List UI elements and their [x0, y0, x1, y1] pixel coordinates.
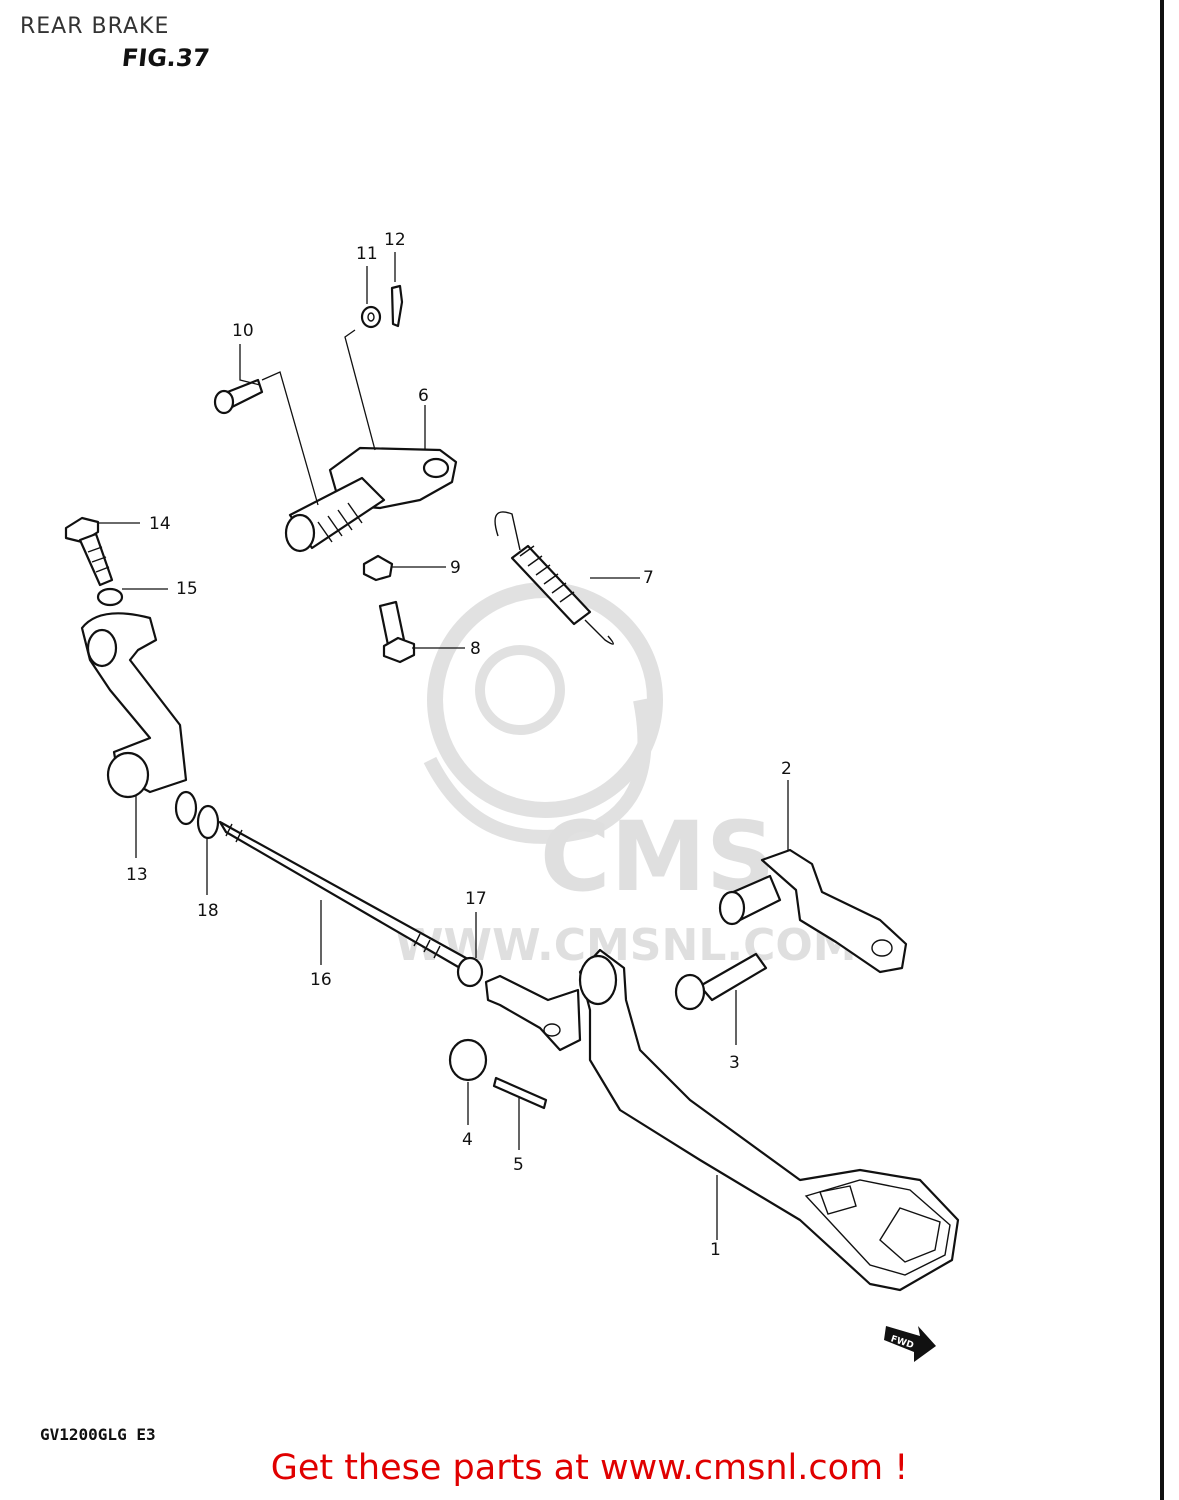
callout-16: 16: [310, 970, 332, 990]
callout-2: 2: [781, 759, 792, 779]
part-4-cap: [448, 1038, 488, 1082]
leader-lines: [98, 252, 789, 1240]
footer-link[interactable]: Get these parts at www.cmsnl.com !: [270, 1448, 909, 1488]
callout-13: 13: [126, 865, 148, 885]
part-3-bolt: [674, 952, 768, 1011]
part-5-cotter-pin: [492, 1076, 548, 1110]
callout-14: 14: [149, 514, 171, 534]
part-17-nut: [456, 956, 484, 988]
page-border: [1160, 0, 1164, 1500]
callout-numbers: 1 2 3 4 5 6 7 8 9 10 11 12 13 14 15 16 1…: [126, 230, 792, 1260]
fwd-arrow-icon: FWD: [884, 1326, 936, 1362]
callout-18: 18: [197, 901, 219, 921]
part-7-spring: [494, 511, 614, 645]
part-14-bolt: [64, 516, 114, 587]
callout-6: 6: [418, 386, 429, 406]
cms-watermark: CMS WWW.CMSNL.COM: [395, 582, 857, 971]
callout-4: 4: [462, 1130, 473, 1150]
part-2-bracket: [718, 848, 908, 974]
part-12-cotter-pin: [390, 284, 404, 328]
part-11-washer: [360, 305, 382, 329]
part-9-nut: [362, 554, 394, 582]
callout-5: 5: [513, 1155, 524, 1175]
callout-7: 7: [643, 568, 654, 588]
callout-15: 15: [176, 579, 198, 599]
callout-8: 8: [470, 639, 481, 659]
callout-9: 9: [450, 558, 461, 578]
callout-17: 17: [465, 889, 487, 909]
callout-1: 1: [710, 1240, 721, 1260]
callout-3: 3: [729, 1053, 740, 1073]
model-code: GV1200GLG E3: [40, 1425, 156, 1444]
part-13-arm: [80, 612, 188, 799]
callout-11: 11: [356, 244, 378, 264]
part-11-hole: [367, 312, 375, 322]
rod-end-clevis: [484, 974, 582, 1052]
part-1-pedal: [578, 948, 960, 1292]
part-18-nut-b: [196, 804, 220, 840]
part-8-bolt: [378, 600, 416, 664]
part-16-rod: [218, 820, 468, 970]
part-10-pin: [213, 378, 264, 415]
part-6-lever: [284, 446, 458, 553]
part-18-nut-a: [174, 790, 198, 826]
callout-12: 12: [384, 230, 406, 250]
page-title: REAR BRAKE: [20, 14, 170, 39]
part-15-washer: [96, 587, 124, 607]
callout-10: 10: [232, 321, 254, 341]
